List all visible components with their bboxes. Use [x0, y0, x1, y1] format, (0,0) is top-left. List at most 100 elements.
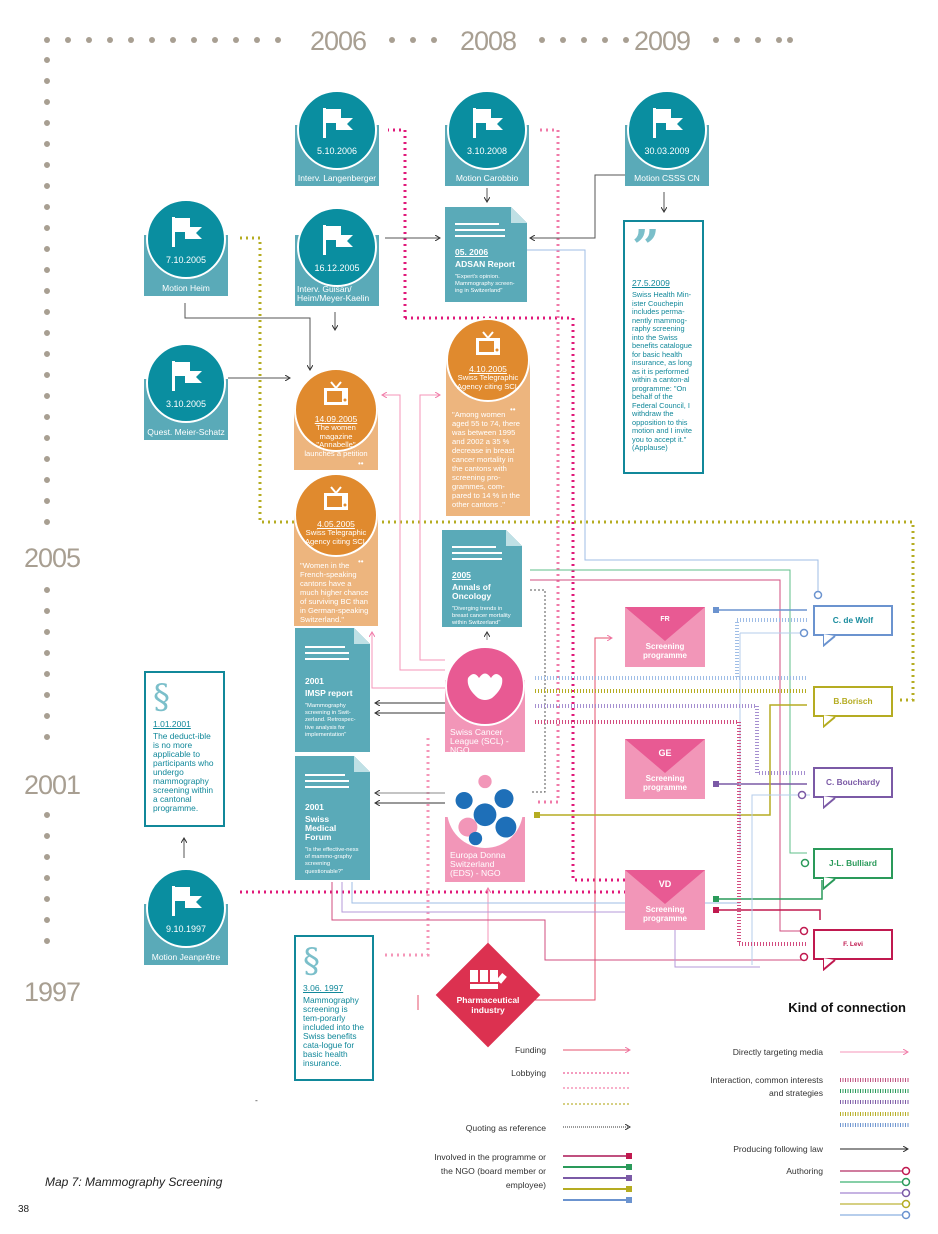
more-dots-icon: •• — [358, 459, 364, 468]
report-document[interactable]: 2001 IMSP report "Mammography screening … — [295, 628, 370, 752]
speech-tail-icon — [823, 958, 836, 971]
flag-icon — [653, 108, 683, 138]
doc-name: Swiss Medical Forum — [305, 814, 337, 842]
tv-icon — [324, 381, 348, 405]
year-label: 2009 — [634, 26, 691, 56]
event-date: 3.10.2008 — [466, 146, 508, 156]
flag-icon — [323, 108, 353, 138]
person-c-bouchardy[interactable]: C. Bouchardy — [813, 767, 893, 809]
law-box[interactable]: § 3.06. 1997 Mammography screening is te… — [294, 935, 374, 1081]
flag-icon — [172, 217, 202, 247]
event-label: Interv. Langenberger — [297, 173, 377, 183]
doc-quote: "Is the effective-ness of mammo-graphy s… — [305, 847, 359, 875]
flag-icon — [172, 886, 202, 916]
person-name: C. de Wolf — [832, 615, 874, 625]
event-date: 16.12.2005 — [314, 263, 360, 273]
media-node[interactable]: "Among women aged 55 to 74, there was be… — [446, 318, 530, 516]
person-f-levi[interactable]: F. Levi — [813, 929, 893, 971]
pharma-node[interactable]: Pharmaceutical industry — [448, 968, 528, 1015]
year-label: 1997 — [24, 977, 81, 1007]
year-label: 2008 — [460, 26, 517, 56]
media-title: Swiss Telegraphic Agency citing SCL — [304, 528, 368, 546]
political-event-node[interactable]: 3.10.2005 Quest. Meier-Schatz — [144, 343, 228, 440]
eds-logo-icon — [448, 773, 522, 847]
programme-label: Screening programme — [642, 642, 687, 660]
doc-name: Annals of Oncology — [452, 582, 492, 601]
person-name: J-L. Bulliard — [829, 858, 877, 868]
report-document[interactable]: 2005 Annals of Oncology "Diverging trend… — [442, 530, 522, 627]
ngo-swiss-cancer-league[interactable]: Swiss Cancer League (SCL) - NGO — [445, 646, 525, 755]
political-event-node[interactable]: 5.10.2006 Interv. Langenberger — [295, 90, 379, 186]
law-text: The deduct-ible is no more applicable to… — [153, 731, 214, 813]
person-c-de-wolf[interactable]: C. de Wolf — [813, 605, 893, 647]
envelope-icon — [625, 607, 705, 641]
law-text: Swiss Health Min-ister Couchepin include… — [632, 290, 692, 452]
event-date: 5.10.2006 — [316, 146, 358, 156]
doc-year: 2001 — [305, 802, 324, 812]
flag-icon — [172, 361, 202, 391]
document-icon — [305, 646, 345, 648]
legend-law: Producing following law — [733, 1144, 823, 1154]
flag-icon — [473, 108, 503, 138]
media-title: Swiss Telegraphic Agency citing SCL — [456, 373, 520, 391]
person-b-borisch[interactable]: B.Borisch — [813, 686, 893, 728]
tv-icon — [324, 486, 348, 510]
media-node[interactable]: 14.09.2005 The women magazine "Annabelle… — [294, 368, 378, 470]
person-name: C. Bouchardy — [826, 777, 880, 787]
doc-year: 2005 — [452, 570, 471, 580]
legend-title: Kind of connection — [788, 1000, 906, 1015]
legend-interaction: Interaction, common interests and strate… — [710, 1075, 823, 1098]
law-date: 3.06. 1997 — [303, 983, 344, 993]
legend-dash: - — [255, 1095, 258, 1105]
flag-icon — [323, 225, 353, 255]
speech-tail-icon — [823, 796, 836, 809]
paragraph-icon: § — [303, 941, 320, 981]
legend-funding: Funding — [514, 1045, 546, 1055]
law-box[interactable]: ” 27.5.2009 Swiss Health Min-ister Couch… — [623, 220, 704, 474]
more-dots-icon: •• — [510, 405, 516, 414]
person-name: F. Levi — [843, 941, 863, 948]
year-label: 2006 — [310, 26, 367, 56]
event-label: Motion Heim — [162, 283, 210, 293]
political-event-node[interactable]: 30.03.2009 Motion CSSS CN — [625, 90, 709, 186]
programme-code: VD — [658, 879, 672, 889]
law-box[interactable]: § 1.01.2001 The deduct-ible is no more a… — [144, 671, 225, 827]
event-date: 7.10.2005 — [165, 255, 207, 265]
person-j-l-bulliard[interactable]: J-L. Bulliard — [813, 848, 893, 890]
political-event-node[interactable]: 7.10.2005 Motion Heim — [144, 199, 228, 296]
event-date: 30.03.2009 — [644, 146, 690, 156]
doc-year: 2001 — [305, 676, 324, 686]
legend-quoting: Quoting as reference — [465, 1123, 546, 1133]
programme-label: Screening programme — [642, 774, 687, 792]
political-event-node[interactable]: 3.10.2008 Motion Carobbio — [445, 90, 529, 186]
speech-tail-icon — [823, 877, 836, 890]
report-document[interactable]: 05. 2006 ADSAN Report "Expert's opinion.… — [445, 207, 527, 302]
year-label: 2005 — [24, 543, 81, 573]
more-dots-icon: •• — [358, 557, 364, 566]
political-event-node[interactable]: 9.10.1997 Motion Jeanprêtre — [144, 868, 228, 965]
doc-quote: "Diverging trends in breast cancer morta… — [452, 606, 511, 627]
political-event-node[interactable]: 16.12.2005 Interv. Guisan/ Heim/Meyer-Ka… — [295, 207, 379, 306]
report-document[interactable]: 2001 Swiss Medical Forum "Is the effecti… — [295, 756, 370, 880]
law-text: Mammography screening is tem-porarly inc… — [303, 995, 364, 1068]
doc-name: IMSP report — [305, 688, 353, 698]
pharma-name: Pharmaceutical industry — [456, 995, 520, 1015]
law-date: 27.5.2009 — [632, 278, 670, 288]
event-label: Motion Carobbio — [455, 173, 519, 183]
speech-tail-icon — [823, 715, 836, 728]
media-node[interactable]: "Women in the French-speaking cantons ha… — [294, 473, 378, 626]
media-date: 14.09.2005 — [314, 414, 358, 424]
doc-quote: "Mammography screening in Swit-zerland. … — [305, 703, 356, 738]
law-date: 1.01.2001 — [153, 719, 191, 729]
document-icon — [452, 546, 496, 548]
ngo-europa-donna[interactable]: Europa Donna Switzerland (EDS) - NGO — [445, 772, 525, 882]
doc-quote: "Expert's opinion. Mammography screen-in… — [455, 274, 515, 295]
media-date: 4.05.2005 — [317, 519, 355, 529]
document-icon — [455, 223, 499, 225]
event-label: Motion Jeanprêtre — [151, 952, 221, 962]
media-date: 4.10.2005 — [469, 364, 507, 374]
